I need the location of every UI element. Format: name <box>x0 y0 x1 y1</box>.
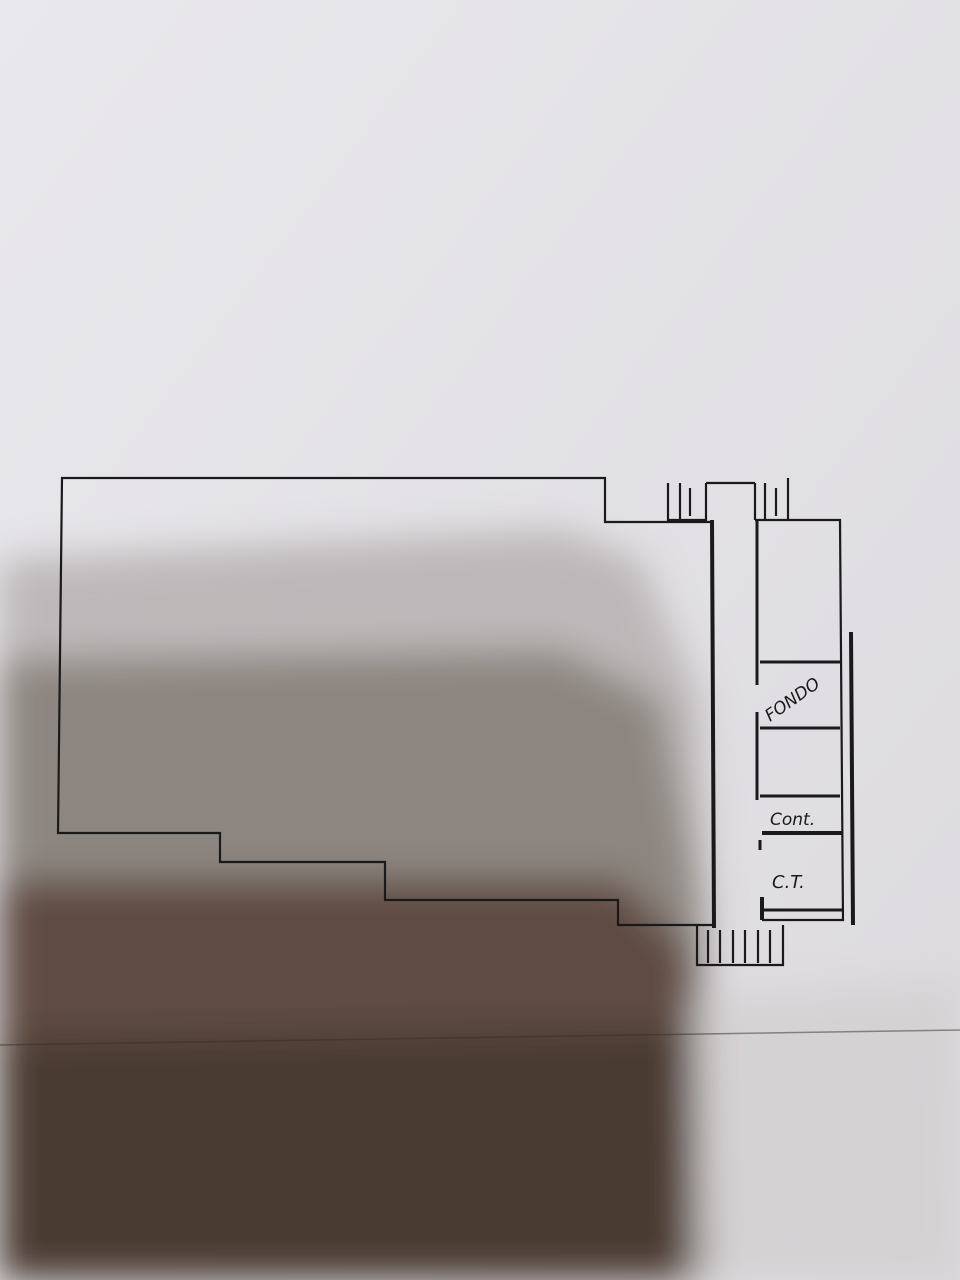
room-label-ct: C.T. <box>772 872 805 893</box>
room-label-cont: Cont. <box>770 810 815 830</box>
outer-wall-thick <box>849 631 855 926</box>
paper-fold <box>0 1029 960 1046</box>
stairs-top-left <box>666 483 708 522</box>
stairs-bottom <box>695 925 785 967</box>
right-wing-outline <box>755 518 845 922</box>
floor-plan <box>56 476 855 967</box>
hand-shadow <box>0 530 960 1280</box>
corridor-wall-left <box>710 519 716 929</box>
main-hall-outline <box>56 476 712 927</box>
stairs-top-right <box>753 478 790 520</box>
